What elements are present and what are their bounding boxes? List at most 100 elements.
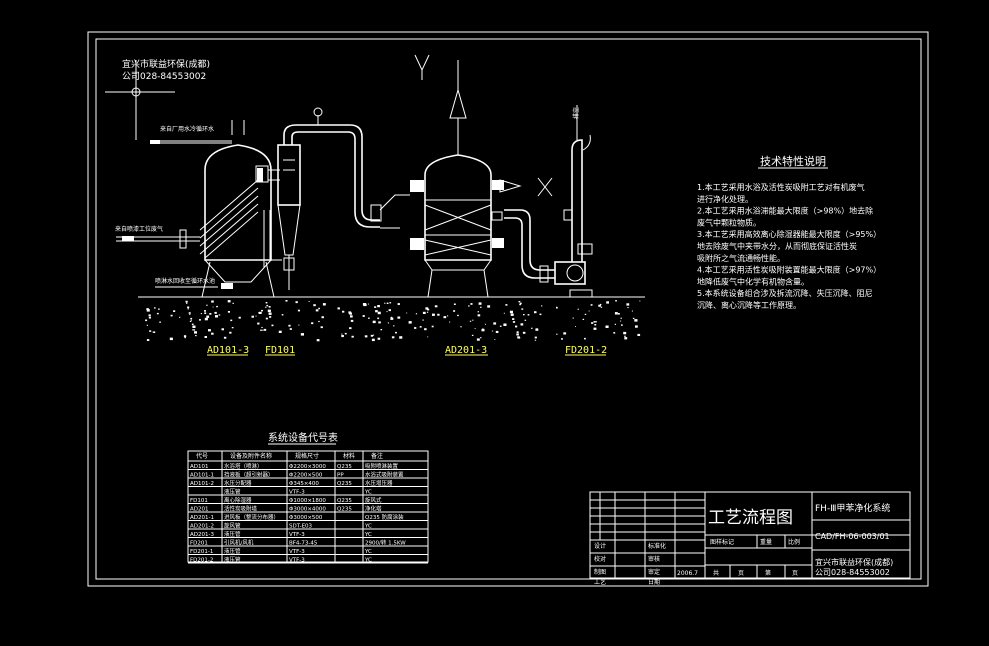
table-header-cell: 备注 xyxy=(371,452,383,460)
tag-fd201-2: FD201-2 xyxy=(565,345,607,356)
gravel-dot xyxy=(341,333,343,335)
equipment-table-title: 系统设备代号表 xyxy=(268,431,338,444)
note-line: 地去除废气中夹带水分，从而彻底保证活性炭 xyxy=(697,241,857,251)
gravel-dot xyxy=(362,303,366,306)
gravel-dot xyxy=(259,311,262,314)
gravel-dot xyxy=(424,328,427,331)
note-line: 沉降、离心沉降等工作原理。 xyxy=(697,300,801,310)
gravel-dot xyxy=(519,303,521,306)
gravel-dot xyxy=(211,332,214,335)
tb-weight-label: 重量 xyxy=(760,538,772,546)
gravel-dot xyxy=(476,338,480,341)
gravel-dot xyxy=(251,315,254,318)
table-cell: AD201-3 xyxy=(190,532,214,538)
technical-notes: 技术特性说明 1.本工艺采用水浴及活性炭吸附工艺对有机废气 进行净化处理。2.本… xyxy=(697,154,881,310)
tb-page-label: 第 xyxy=(765,569,771,577)
gravel-dot xyxy=(298,324,300,326)
gravel-dot xyxy=(216,305,218,308)
table-cell: YC xyxy=(364,549,372,555)
gravel-dot xyxy=(232,302,234,304)
gravel-dot xyxy=(534,311,537,314)
gravel-dot xyxy=(620,320,622,322)
tb-company-phone: 公司028-84553002 xyxy=(815,568,890,577)
gravel-dot xyxy=(480,337,482,339)
gravel-dot xyxy=(313,304,316,307)
table-header-cell: 规格尺寸 xyxy=(295,452,319,460)
gravel-dot xyxy=(351,335,354,338)
gravel-dot xyxy=(257,322,260,325)
tb-sheet-label: 共 xyxy=(713,569,719,577)
gravel-dot xyxy=(631,310,633,312)
gravel-dot xyxy=(593,321,596,323)
table-cell: SDT-E03 xyxy=(289,524,313,530)
gravel-dot xyxy=(453,310,456,312)
table-cell: FD101 xyxy=(190,498,208,504)
gravel-dot xyxy=(350,315,353,318)
gravel-dot xyxy=(414,327,417,329)
gravel-dot xyxy=(491,330,494,332)
gravel-dot xyxy=(154,307,156,309)
gravel-dot xyxy=(191,323,194,325)
gravel-dot xyxy=(158,308,160,310)
gravel-dot xyxy=(503,323,507,326)
gravel-dot xyxy=(519,302,522,305)
crossover-pipe xyxy=(283,107,410,229)
gravel-dot xyxy=(600,306,603,308)
company-name: 宜兴市联益环保(成都) xyxy=(122,58,210,70)
gravel-dot xyxy=(375,310,378,313)
exhaust-label: 排空 xyxy=(572,107,580,119)
gravel-dot xyxy=(426,311,429,313)
gravel-dot xyxy=(186,302,188,304)
gravel-dot xyxy=(386,311,388,313)
gravel-dot xyxy=(460,326,462,328)
table-cell: PP xyxy=(337,473,344,479)
gravel-dot xyxy=(189,320,192,322)
drawing-number: CAD/FH-06-003/01 xyxy=(815,532,890,541)
gravel-dot xyxy=(635,326,637,328)
gravel-dot xyxy=(469,320,472,322)
gravel-dot xyxy=(623,331,627,335)
note-line: 废气中颗粒物质。 xyxy=(697,217,761,227)
gravel-dot xyxy=(349,327,352,330)
gravel-dot xyxy=(268,306,271,308)
drain-label: 喷淋水回收至循环水池 xyxy=(155,277,215,285)
gravel-dot xyxy=(387,322,390,324)
table-cell: Q235 xyxy=(337,481,352,487)
gravel-dot xyxy=(539,313,542,316)
gravel-dot xyxy=(265,317,268,320)
gravel-dot xyxy=(229,331,232,334)
gravel-dot xyxy=(159,321,161,323)
table-cell: 2900/转 1.5KW xyxy=(365,539,406,547)
ground xyxy=(138,296,645,342)
gravel-dot xyxy=(344,332,347,335)
gravel-dot xyxy=(223,336,227,339)
gravel-dot xyxy=(230,319,233,322)
notes-title: 技术特性说明 xyxy=(760,154,826,168)
gravel-dot xyxy=(627,307,629,309)
gravel-dot xyxy=(453,303,456,305)
gravel-dot xyxy=(218,314,221,316)
gravel-dot xyxy=(626,303,630,306)
gravel-dot xyxy=(368,317,370,319)
gravel-dot xyxy=(261,326,263,328)
gravel-dot xyxy=(389,302,392,304)
tb-page-unit: 页 xyxy=(792,570,798,577)
gravel-dot xyxy=(588,310,590,312)
gravel-dot xyxy=(524,319,527,321)
note-line: 地降低废气中化学有机物含量。 xyxy=(697,276,809,286)
gravel-dot xyxy=(474,328,476,329)
gravel-dot xyxy=(582,318,585,320)
gravel-dot xyxy=(620,317,622,319)
gravel-dot xyxy=(388,309,391,312)
tb-row-check: 校对 xyxy=(594,555,606,563)
table-cell: YC xyxy=(364,532,372,538)
gravel-dot xyxy=(261,309,263,312)
table-cell: 活性炭吸附塔 xyxy=(224,505,258,513)
gravel-dot xyxy=(593,327,597,330)
table-cell: Q235 xyxy=(337,464,352,470)
gravel-dot xyxy=(541,305,543,307)
table-cell: Φ1000×1800 xyxy=(289,498,326,504)
gravel-dot xyxy=(189,314,191,315)
